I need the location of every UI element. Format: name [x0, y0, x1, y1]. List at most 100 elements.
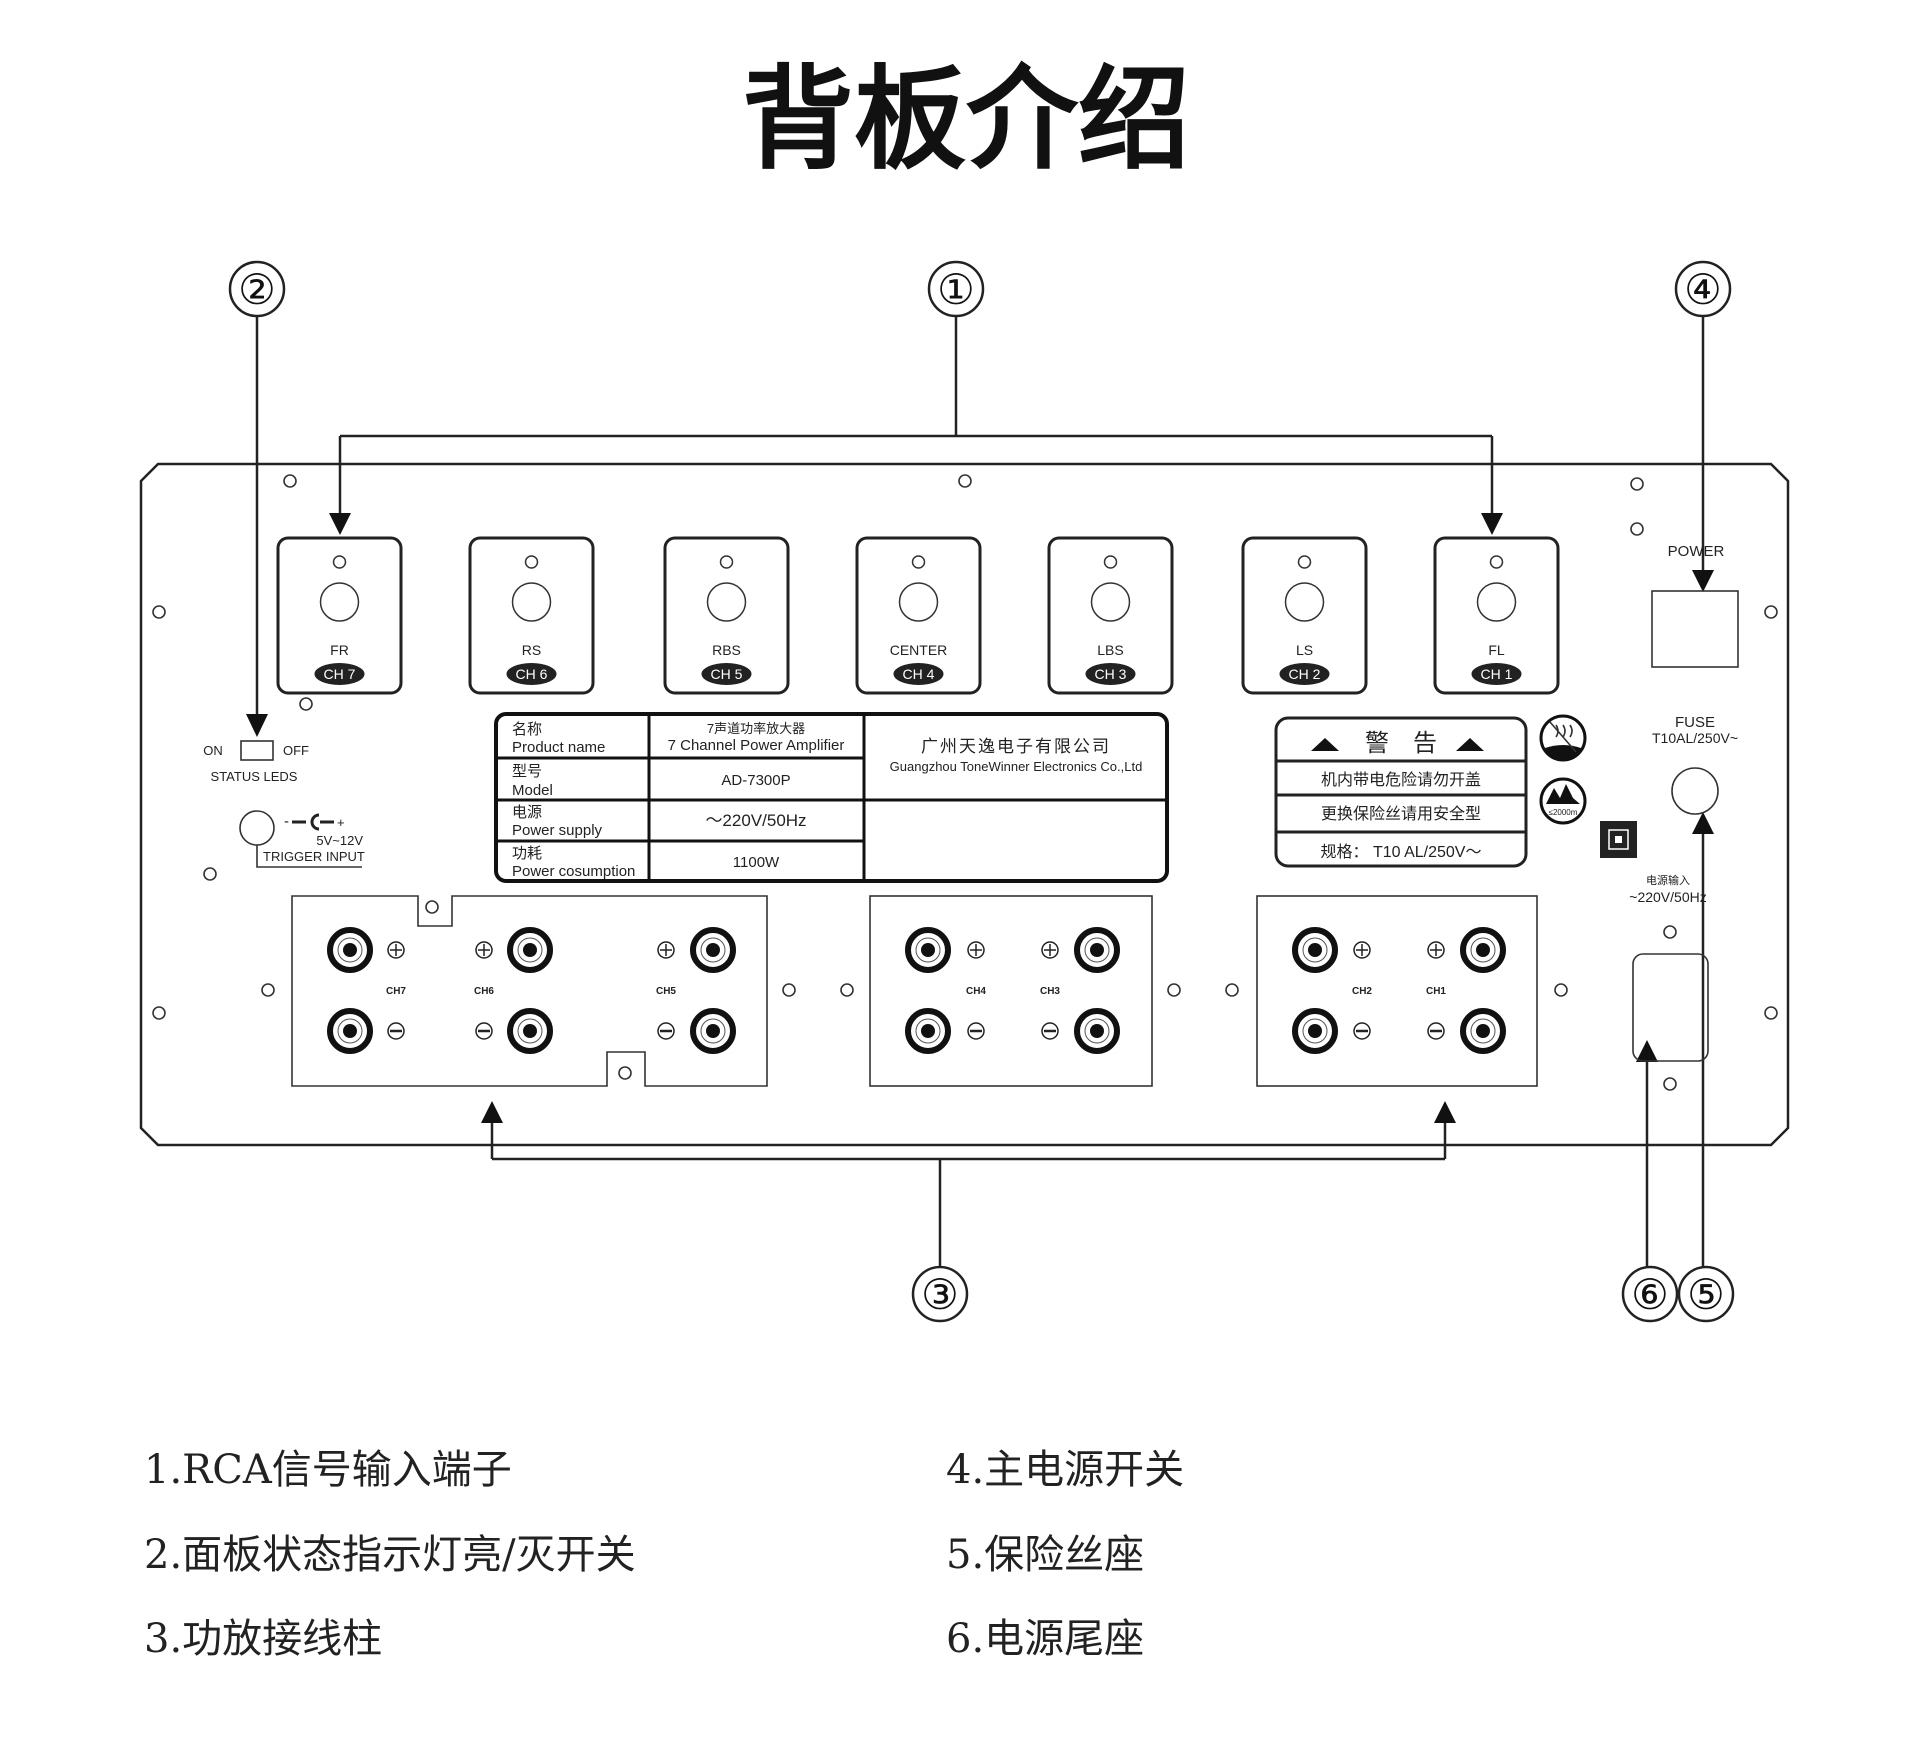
led-indicator-icon — [719, 555, 734, 569]
binding-post[interactable] — [1074, 1008, 1120, 1054]
power-switch[interactable] — [1651, 590, 1739, 668]
svg-text:①: ① — [937, 265, 975, 314]
minus-icon — [475, 1022, 493, 1040]
binding-post[interactable] — [1460, 1008, 1506, 1054]
channel-badge: CH 1 — [1481, 666, 1513, 682]
warning-label: 警 告 机内带电危险请勿开盖 更换保险丝请用安全型 规格： T10 AL/250… — [1274, 716, 1528, 868]
terminal-channel-label: CH2 — [1352, 986, 1372, 997]
channel-badge: CH 3 — [1095, 666, 1127, 682]
svg-text:1100W: 1100W — [733, 854, 780, 871]
trigger-input-label: TRIGGER INPUT — [263, 849, 365, 864]
screw-hole — [1630, 477, 1644, 491]
legend-item: 2.面板状态指示灯亮/灭开关 — [144, 1532, 636, 1578]
rca-jack[interactable] — [706, 582, 747, 622]
binding-post[interactable] — [1460, 927, 1506, 973]
status-leds-switch[interactable]: ON OFF STATUS LEDS — [203, 740, 309, 784]
rca-jack[interactable] — [511, 582, 552, 622]
screw-hole — [152, 1006, 166, 1020]
rca-jack[interactable] — [1476, 582, 1517, 622]
screw-hole — [1663, 925, 1677, 939]
svg-text:Power supply: Power supply — [512, 822, 603, 839]
svg-text:Power cosumption: Power cosumption — [512, 863, 635, 880]
trigger-input-jack[interactable]: - + 5V~12V TRIGGER INPUT — [239, 810, 365, 868]
rca-jack[interactable] — [1090, 582, 1131, 622]
altitude-icon: ≤2000m — [1539, 777, 1587, 825]
iec-power-socket[interactable] — [1632, 953, 1709, 1062]
binding-post[interactable] — [1292, 927, 1338, 973]
binding-post[interactable] — [507, 927, 553, 973]
binding-post[interactable] — [327, 927, 373, 973]
svg-text:名称: 名称 — [512, 721, 542, 738]
minus-icon — [967, 1022, 985, 1040]
svg-text:警 告: 警 告 — [1365, 730, 1437, 757]
fuse-holder[interactable] — [1671, 767, 1719, 815]
svg-text:④: ④ — [1684, 265, 1722, 314]
terminal-channel-label: CH4 — [966, 986, 986, 997]
double-insulation-icon — [1600, 821, 1637, 858]
minus-icon — [1041, 1022, 1059, 1040]
svg-text:型号: 型号 — [512, 763, 542, 780]
svg-text:7 Channel Power Amplifier: 7 Channel Power Amplifier — [668, 737, 845, 754]
channel-badge: CH 2 — [1289, 666, 1321, 682]
screw-hole — [1554, 983, 1568, 997]
rca-jack[interactable] — [1284, 582, 1325, 622]
plus-icon — [1353, 941, 1371, 959]
callout-4: ④ — [1674, 260, 1732, 592]
switch-on-label: ON — [203, 743, 223, 758]
channel-name: RBS — [712, 642, 741, 658]
binding-post[interactable] — [507, 1008, 553, 1054]
callout-6: ⑥ — [1621, 1040, 1679, 1323]
rca-input-module: LBS CH 3 — [1047, 536, 1174, 695]
callout-3: ③ — [481, 1101, 1456, 1323]
fuse-label: FUSE — [1675, 714, 1715, 731]
terminal-channel-label: CH6 — [474, 986, 494, 997]
svg-text:⑤: ⑤ — [1687, 1270, 1725, 1319]
led-indicator-icon — [1297, 555, 1312, 569]
svg-text:③: ③ — [921, 1270, 959, 1319]
screw-hole — [1630, 522, 1644, 536]
status-leds-label: STATUS LEDS — [211, 769, 298, 784]
spec-label: 名称 Product name 7声道功率放大器 7 Channel Power… — [494, 712, 1169, 883]
mains-input-rating: ~220V/50Hz — [1629, 889, 1706, 905]
channel-badge: CH 6 — [516, 666, 548, 682]
channel-name: FR — [330, 642, 349, 658]
svg-text:7声道功率放大器: 7声道功率放大器 — [707, 721, 805, 736]
screw-hole — [840, 983, 854, 997]
no-humidity-icon — [1539, 714, 1587, 762]
svg-text:AD-7300P: AD-7300P — [721, 772, 790, 789]
terminal-channel-label: CH3 — [1040, 986, 1060, 997]
channel-name: LBS — [1097, 642, 1123, 658]
binding-post[interactable] — [690, 1008, 736, 1054]
screw-hole — [299, 697, 313, 711]
channel-badge: CH 4 — [903, 666, 935, 682]
screw-hole — [203, 867, 217, 881]
binding-post[interactable] — [1292, 1008, 1338, 1054]
plus-icon — [1427, 941, 1445, 959]
svg-text:②: ② — [238, 265, 276, 314]
fuse-rating: T10AL/250V~ — [1652, 730, 1738, 746]
svg-text:功耗: 功耗 — [512, 845, 542, 862]
binding-post[interactable] — [327, 1008, 373, 1054]
screw-hole — [782, 983, 796, 997]
channel-name: RS — [522, 642, 541, 658]
rca-jack[interactable] — [898, 582, 939, 622]
svg-text:～220V/50Hz: ～220V/50Hz — [705, 811, 806, 830]
binding-post[interactable] — [905, 1008, 951, 1054]
svg-text:机内带电危险请勿开盖: 机内带电危险请勿开盖 — [1321, 771, 1481, 789]
binding-post[interactable] — [690, 927, 736, 973]
svg-text:Guangzhou ToneWinner Electroni: Guangzhou ToneWinner Electronics Co.,Ltd — [890, 759, 1143, 774]
screw-hole — [958, 474, 972, 488]
minus-icon — [1427, 1022, 1445, 1040]
channel-badge: CH 5 — [711, 666, 743, 682]
legend-item: 1.RCA信号输入端子 — [144, 1447, 512, 1493]
plus-icon — [1041, 941, 1059, 959]
rca-jack[interactable] — [319, 582, 360, 622]
binding-post[interactable] — [905, 927, 951, 973]
binding-post[interactable] — [1074, 927, 1120, 973]
led-indicator-icon — [1103, 555, 1118, 569]
minus-icon — [657, 1022, 675, 1040]
